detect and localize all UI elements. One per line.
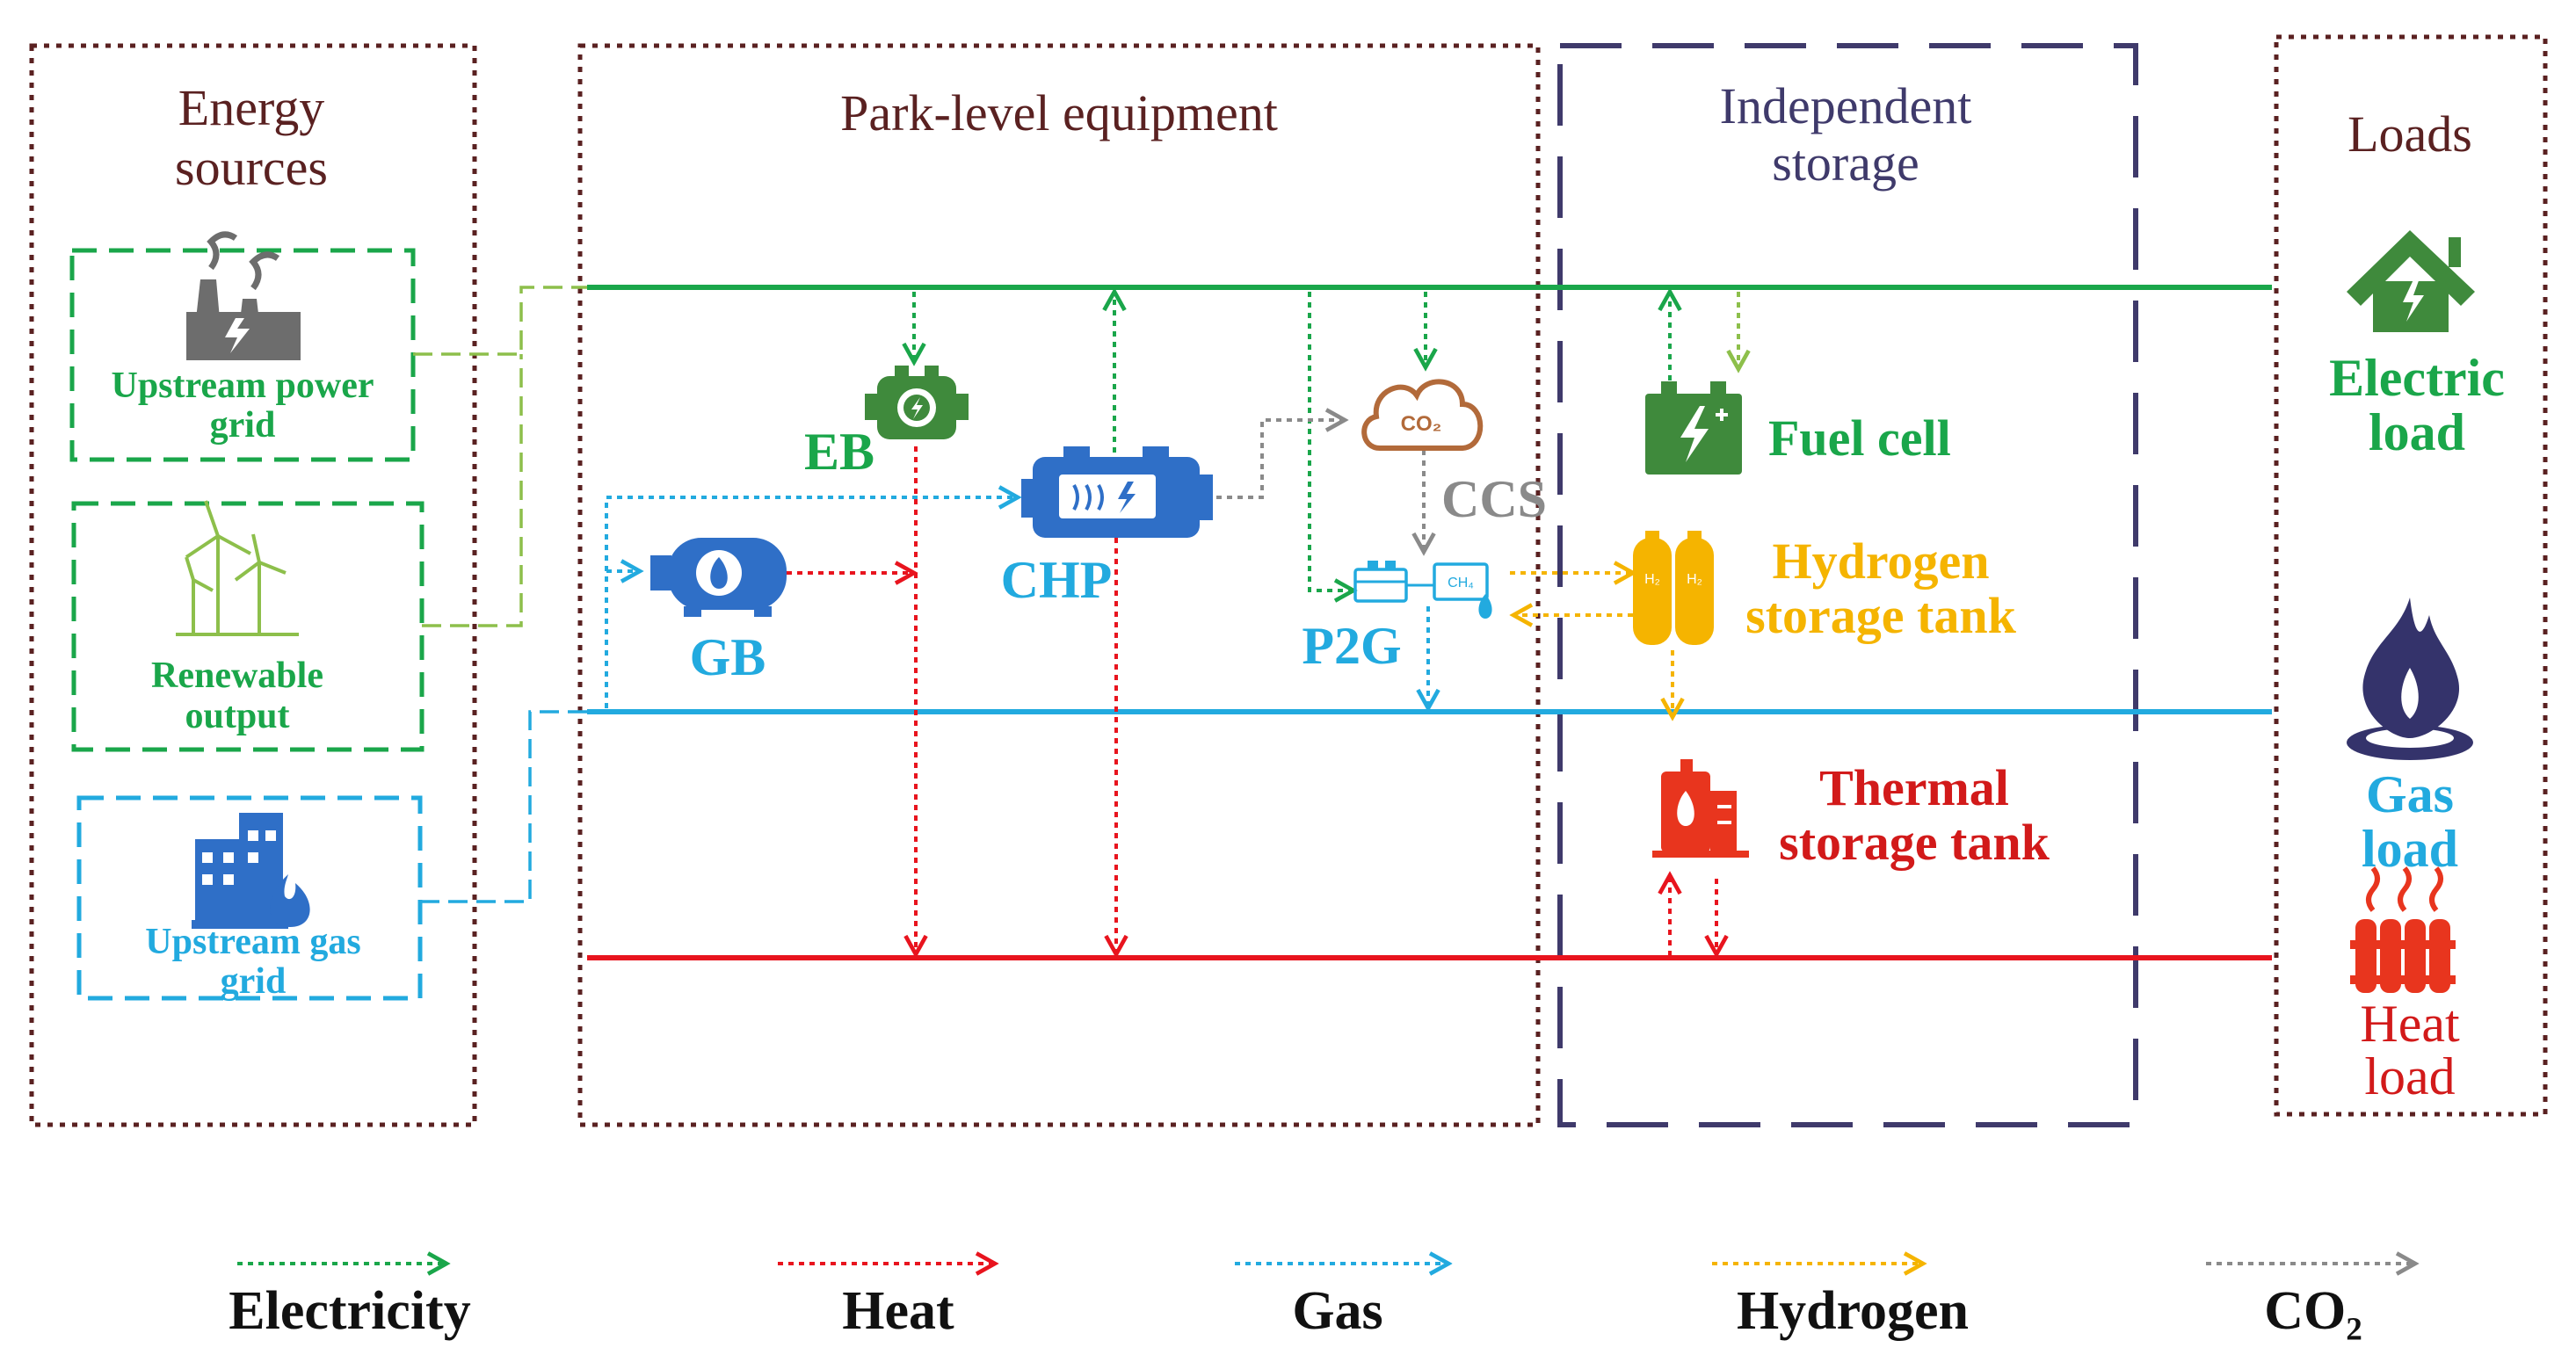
hydrogen-tank-label-l1: Hydrogen [1772,532,1989,590]
gb-icon [650,538,787,617]
gas-flame-icon [2347,598,2473,760]
energy-sources-title-l2: sources [175,139,328,196]
thermal-storage-label-l2: storage tank [1779,814,2050,871]
thermal-storage-label-l1: Thermal [1819,759,2009,816]
power-grid-label-l1: Upstream power [111,366,374,406]
energy-sources-title-l1: Energy [178,79,324,136]
legend-label-heat: Heat [842,1281,954,1341]
gas-grid-connector [420,710,587,903]
eb-label: EB [804,423,874,481]
gas-grid-label-l2: grid [221,961,287,1002]
renewable-label-l2: output [185,696,289,736]
flow-elec-to-p2g [1308,292,1353,590]
thermal-storage-icon [1652,759,1749,858]
hydrogen-tank-label-l2: storage tank [1745,587,2016,644]
gas-grid-box [76,795,423,1001]
h2-badge-1: H₂ [1644,572,1660,587]
co2-badge: CO₂ [1401,412,1442,436]
park-level-frame [577,43,1541,1127]
power-plant-icon [186,231,301,360]
independent-storage-title-l2: storage [1772,134,1919,192]
heat-load-label-l1: Heat [2360,995,2460,1053]
renewable-label-l1: Renewable [151,656,323,696]
eb-icon [865,366,969,439]
fuel-cell-icon [1645,381,1742,475]
p2g-icon: CH₄ [1353,561,1492,619]
flow-chp-to-ccs [1206,420,1345,499]
co2-cloud-icon: CO₂ [1361,379,1484,451]
legend-label-electricity: Electricity [229,1281,470,1341]
park-level-title: Park-level equipment [840,84,1278,141]
independent-storage-frame [1557,43,2138,1127]
loads-frame [2274,34,2548,1117]
ch4-badge: CH₄ [1448,576,1474,590]
heat-load-label-l2: load [2364,1047,2455,1105]
fuel-cell-label: Fuel cell [1768,409,1951,467]
heat-radiator-icon [2350,866,2456,993]
electric-load-label-l2: load [2369,403,2465,461]
gb-label: GB [690,628,766,686]
wind-turbine-icon [176,500,299,636]
ccs-label: CCS [1441,470,1547,528]
h2-badge-2: H₂ [1687,572,1702,587]
loads-title: Loads [2347,105,2472,163]
chp-label: CHP [1001,551,1113,609]
legend: Electricity Heat Gas Hydrogen CO₂ [229,1264,2415,1341]
hydrogen-tank-icon: H₂ H₂ [1633,531,1714,645]
gas-load-label-l2: load [2362,820,2458,878]
gas-load-label-l1: Gas [2366,765,2454,823]
legend-label-gas: Gas [1292,1281,1382,1341]
gas-grid-label-l1: Upstream gas [145,922,360,962]
energy-sources-frame [29,43,477,1127]
independent-storage-title-l1: Independent [1720,77,1972,134]
chp-icon [1021,446,1213,538]
renewable-connector [422,354,523,627]
legend-label-hydrogen: Hydrogen [1737,1281,1969,1341]
power-grid-connector [413,286,587,356]
electric-load-label-l1: Electric [2329,349,2505,407]
power-grid-label-l2: grid [210,405,276,446]
house-icon [2347,230,2475,332]
p2g-label: P2G [1302,617,1401,675]
gas-grid-building-icon [192,813,310,929]
flow-gas-to-chp [605,497,1018,708]
legend-label-co2: CO₂ [2264,1281,2362,1341]
